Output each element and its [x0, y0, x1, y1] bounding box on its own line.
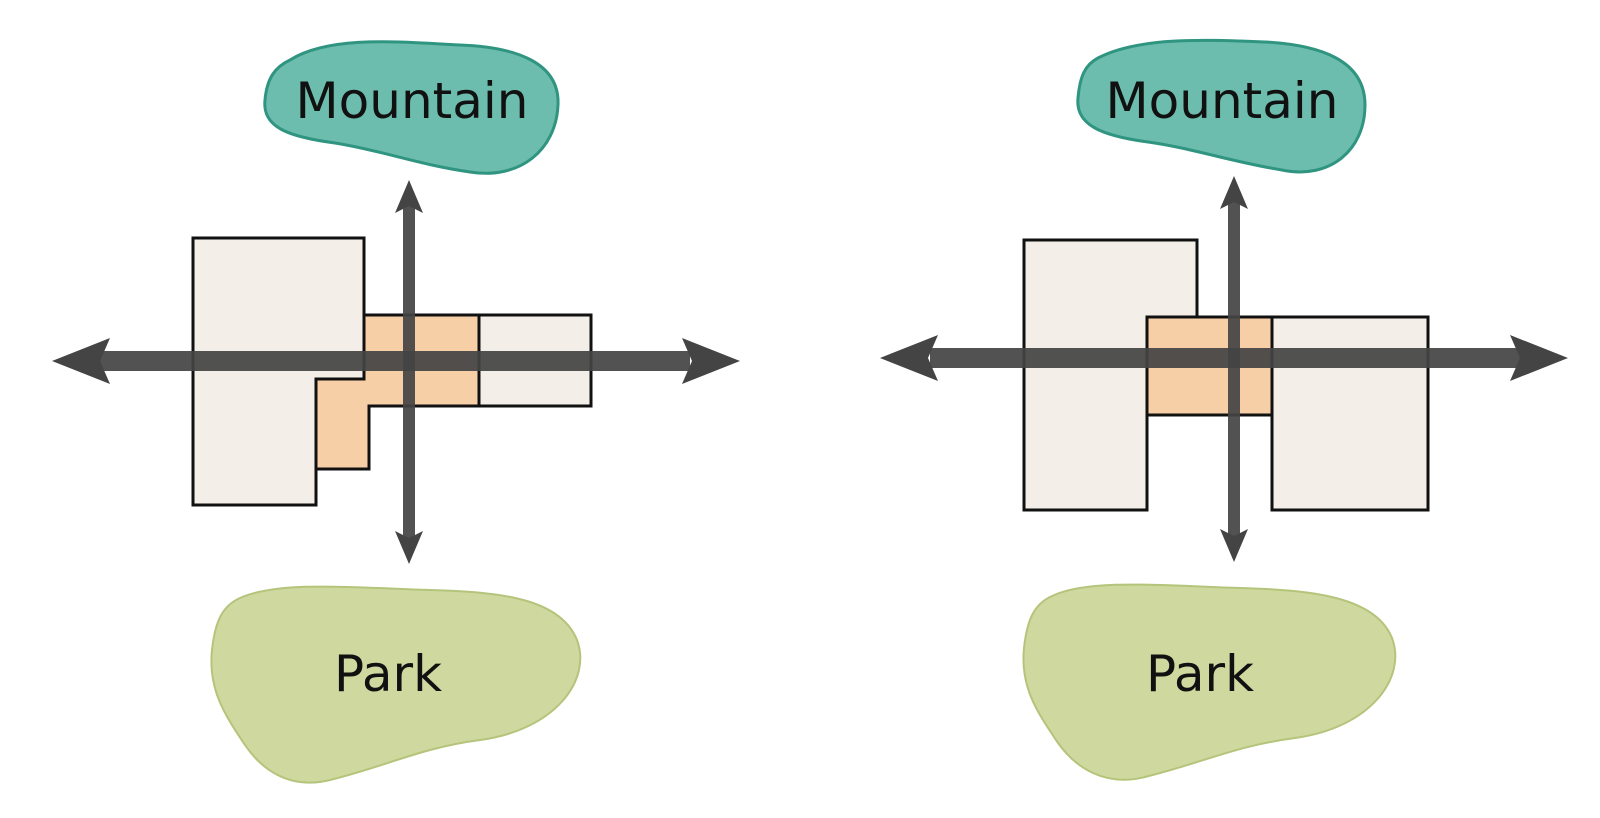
left-mountain-shape	[263, 40, 560, 175]
right-axis-arrow-up	[1220, 176, 1248, 209]
right-axis-arrow-right	[1510, 335, 1568, 381]
left-axis-arrow-left	[52, 338, 110, 384]
left-axis-arrow-up	[395, 180, 423, 213]
left-park: Park	[210, 585, 582, 784]
left-mountain-label: Mountain	[296, 72, 529, 130]
left-panel: Mountain Park	[52, 40, 740, 784]
left-park-label: Park	[334, 645, 442, 703]
right-horizontal-axis	[880, 335, 1568, 381]
right-vertical-axis	[1220, 176, 1248, 562]
left-axis-arrow-down	[395, 531, 423, 564]
left-mountain: Mountain	[263, 40, 560, 175]
right-mountain: Mountain	[1076, 38, 1367, 174]
right-building-left	[1024, 240, 1197, 510]
right-park: Park	[1022, 583, 1397, 781]
left-vertical-axis	[395, 180, 423, 564]
right-mountain-label: Mountain	[1106, 72, 1339, 130]
left-overlap-outline	[314, 313, 481, 471]
left-axis-arrow-right	[682, 338, 740, 384]
right-panel: Mountain Park	[880, 38, 1568, 781]
right-park-shape	[1022, 583, 1397, 781]
right-axis-arrow-left	[880, 335, 938, 381]
left-building-tall	[193, 238, 364, 505]
left-park-shape	[210, 585, 582, 784]
right-axis-arrow-down	[1220, 529, 1248, 562]
right-park-label: Park	[1146, 645, 1254, 703]
right-building-right	[1272, 317, 1428, 510]
left-horizontal-axis	[52, 338, 740, 384]
right-mountain-shape	[1076, 38, 1367, 174]
